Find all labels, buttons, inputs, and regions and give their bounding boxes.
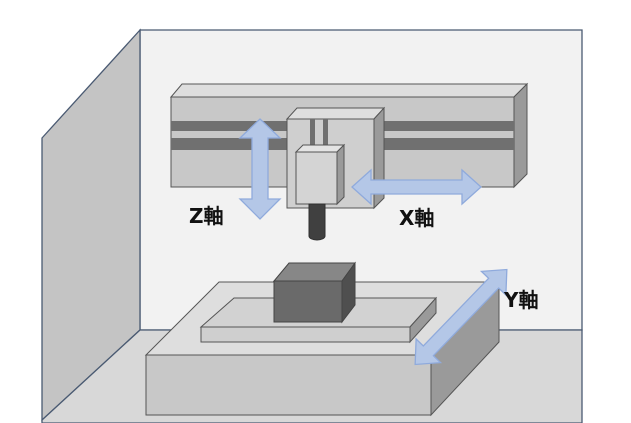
spindle-head	[285, 106, 386, 241]
spindle-head-top	[285, 107, 386, 120]
spindle-motor-front	[295, 151, 338, 205]
spindle-slot-1	[310, 119, 315, 145]
spindle-motor-side	[336, 143, 345, 206]
workpiece	[272, 261, 356, 324]
base-front-face	[145, 354, 432, 416]
gantry-top-face	[169, 83, 529, 98]
gantry-right-face	[513, 82, 528, 189]
y-axis-label: Y軸	[503, 288, 538, 312]
x-axis-arrow-icon	[351, 168, 482, 206]
spindle-motor-top	[294, 144, 346, 153]
cutting-tool	[308, 203, 326, 241]
z-axis-arrow-icon	[238, 118, 282, 220]
y-axis-arrow-icon	[414, 268, 508, 366]
workpiece-top-face	[272, 262, 356, 282]
worktable-front-face	[200, 326, 411, 343]
spindle-slot-2	[323, 119, 328, 145]
x-axis-label: X軸	[399, 206, 434, 230]
workpiece-front-face	[273, 280, 343, 323]
z-axis-label: Z軸	[189, 204, 224, 228]
